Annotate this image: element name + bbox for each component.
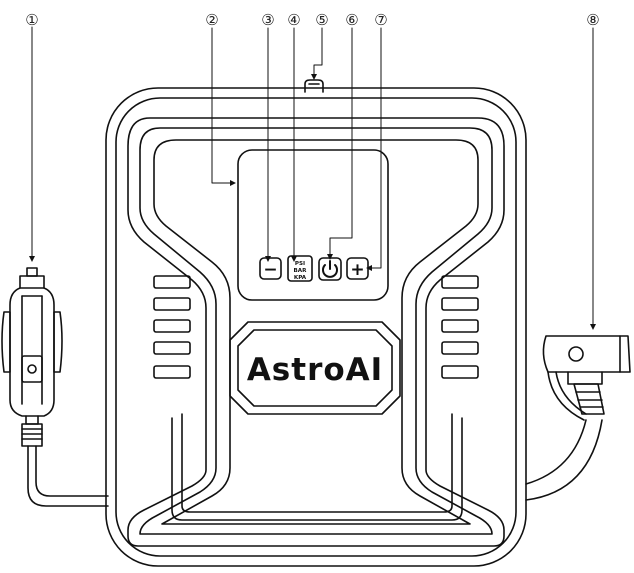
leader-2 bbox=[212, 28, 232, 183]
callout-7: ⑦ bbox=[374, 11, 387, 29]
callout-8: ⑧ bbox=[586, 11, 599, 29]
unit-label-psi: PSI bbox=[295, 261, 305, 267]
callout-4: ④ bbox=[287, 11, 300, 29]
top-port bbox=[305, 80, 323, 92]
unit-label-kpa: KPA bbox=[294, 275, 307, 281]
air-hose bbox=[526, 336, 630, 500]
callout-3: ③ bbox=[261, 11, 274, 29]
inflator-body bbox=[106, 88, 526, 566]
car-plug bbox=[2, 268, 108, 506]
callout-labels: ① ② ③ ④ ⑤ ⑥ ⑦ ⑧ bbox=[25, 11, 599, 29]
callout-2: ② bbox=[205, 11, 218, 29]
leader-6 bbox=[330, 28, 352, 256]
callout-1: ① bbox=[25, 11, 38, 29]
callout-5: ⑤ bbox=[315, 11, 328, 29]
leader-5 bbox=[314, 28, 322, 76]
brand-logo: AstroAI bbox=[247, 352, 383, 388]
callout-6: ⑥ bbox=[345, 11, 358, 29]
vent-slots-right bbox=[442, 276, 478, 378]
plus-symbol: + bbox=[350, 260, 364, 280]
vent-slots-left bbox=[154, 276, 190, 378]
minus-symbol: − bbox=[263, 260, 277, 280]
power-icon bbox=[323, 261, 337, 277]
leader-7 bbox=[370, 28, 381, 268]
unit-label-bar: BAR bbox=[294, 268, 308, 274]
